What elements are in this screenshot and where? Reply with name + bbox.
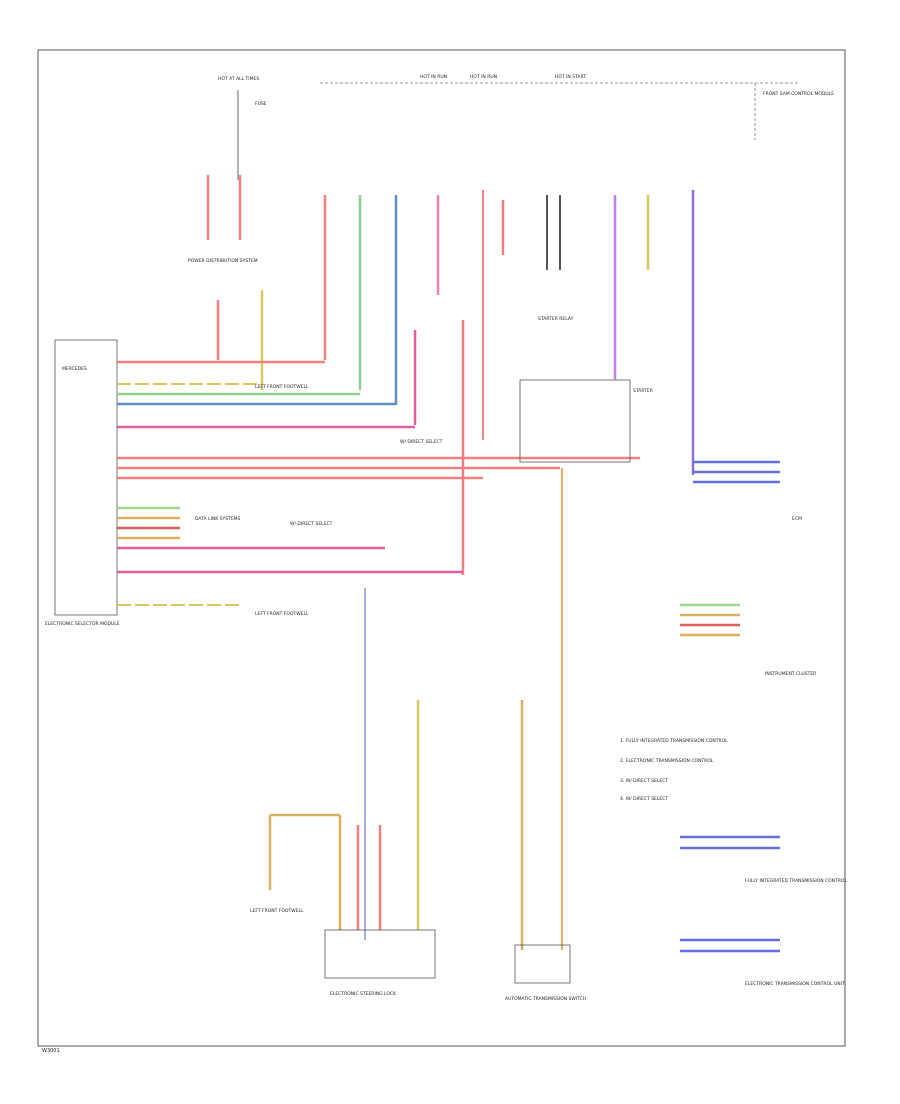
label-auto-trans: AUTOMATIC TRANSMISSION SWITCH bbox=[505, 996, 586, 1002]
diagram-frame bbox=[37, 49, 846, 1047]
esm-name: ELECTRONIC SELECTOR MODULE bbox=[45, 621, 120, 627]
label-lf-footwell-3: LEFT FRONT FOOTWELL bbox=[250, 908, 304, 914]
fuse-label-left: FUSE bbox=[255, 101, 267, 107]
starter-box bbox=[519, 379, 631, 463]
label-direct-select-2: W/ DIRECT SELECT bbox=[290, 521, 333, 527]
label-lf-footwell-2: LEFT FRONT FOOTWELL bbox=[255, 611, 309, 617]
label-inst-cluster: INSTRUMENT CLUSTER bbox=[765, 671, 816, 677]
label-starter-relay: STARTER RELAY bbox=[538, 316, 574, 322]
note-2: 2. ELECTRONIC TRANSMISSION CONTROL bbox=[620, 758, 714, 764]
note-4: 4. W/ DIRECT SELECT bbox=[620, 796, 668, 802]
label-power-dist: POWER DISTRIBUTION SYSTEM bbox=[188, 258, 258, 264]
label-hot-start: HOT IN START bbox=[555, 74, 586, 80]
label-starter: STARTER bbox=[633, 388, 653, 394]
label-br-module-1: FULLY INTEGRATED TRANSMISSION CONTROL bbox=[745, 878, 847, 884]
label-hot-mid1: HOT IN RUN bbox=[420, 74, 447, 80]
note-3: 3. W/ DIRECT SELECT bbox=[620, 778, 668, 784]
label-hot-mid2: HOT IN RUN bbox=[470, 74, 497, 80]
steering-lock-box bbox=[324, 929, 436, 979]
label-direct-select-1: W/ DIRECT SELECT bbox=[400, 439, 443, 445]
label-can-bus: DATA LINK SYSTEMS bbox=[195, 516, 241, 522]
label-ecm: ECM bbox=[792, 516, 802, 522]
label-right-module: FRONT SAM CONTROL MODULE bbox=[763, 91, 834, 97]
label-steering-module: ELECTRONIC STEERING LOCK bbox=[330, 991, 397, 997]
label-hot-left: HOT AT ALL TIMES bbox=[218, 76, 259, 82]
note-1: 1. FULLY INTEGRATED TRANSMISSION CONTROL bbox=[620, 738, 728, 744]
label-lf-footwell-1: LEFT FRONT FOOTWELL bbox=[255, 384, 309, 390]
auto-trans-box bbox=[514, 944, 571, 984]
corner-code: W3001 bbox=[42, 1048, 60, 1054]
esm-module-box bbox=[54, 339, 118, 616]
esm-title: MERCEDES bbox=[62, 366, 87, 372]
label-br-module-2: ELECTRONIC TRANSMISSION CONTROL UNIT bbox=[745, 981, 845, 987]
